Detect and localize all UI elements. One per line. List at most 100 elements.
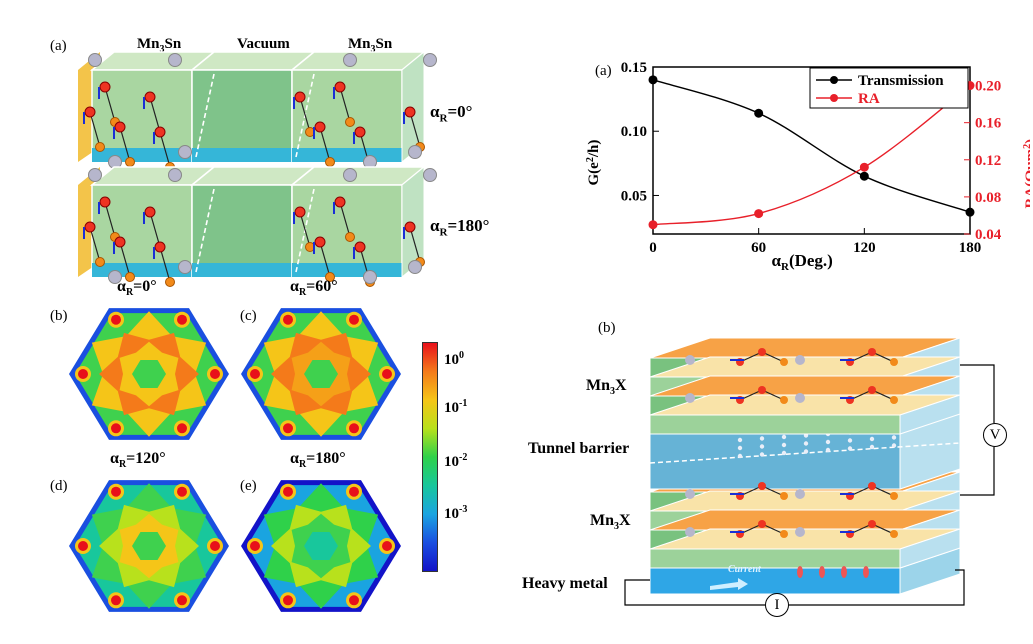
hex-corner-pocket <box>111 314 121 325</box>
slab-left-base <box>92 148 192 162</box>
x-atom <box>795 489 805 499</box>
tunnel-atom <box>781 450 787 456</box>
fermi-surface-hexagon <box>69 308 229 440</box>
mn-atom <box>758 386 766 394</box>
x-atom <box>685 393 695 403</box>
mn-atom <box>144 91 156 103</box>
bond <box>319 126 331 163</box>
x-atom <box>795 355 805 365</box>
ammeter-symbol: I <box>765 593 789 617</box>
y-right-axis-label: RA(Ωμm2) <box>1022 139 1030 209</box>
x-axis-label: αR(Deg.) <box>772 251 833 273</box>
mn-atom <box>125 157 135 167</box>
slab-right-top <box>289 166 427 186</box>
data-point-ra <box>859 162 869 172</box>
bond <box>159 246 171 283</box>
hex-corner-pocket <box>177 314 187 325</box>
tunnel-atom <box>803 449 809 454</box>
ammeter-wire-left <box>624 579 765 606</box>
structure-slabs <box>78 50 437 287</box>
y-left-axis-label: G(e2/h) <box>585 140 602 186</box>
hex-corner-pocket <box>250 369 260 379</box>
mn-atom <box>890 358 898 366</box>
layer-label-mn3x-top: Mn3X <box>586 377 627 398</box>
hex-corner-pocket <box>177 486 187 497</box>
hex-corner-pocket <box>349 423 359 434</box>
x-tick-label: 180 <box>959 240 982 256</box>
colorbar-tick: 10-3 <box>444 504 468 522</box>
tunnel-atom <box>825 447 831 453</box>
colorbar: 100 10-1 10-2 10-3 <box>422 342 502 572</box>
tunnel-barrier-layer-front <box>649 432 901 490</box>
bond <box>89 111 101 148</box>
hex-center <box>304 532 338 560</box>
y-right-tick-label: 0.04 <box>975 227 1002 243</box>
data-point-transmission <box>965 207 975 217</box>
hex-corner-pocket <box>111 423 121 434</box>
series-line-ra <box>652 85 971 226</box>
layer-label-mn3x-bottom: Mn3X <box>590 512 631 533</box>
series-line-transmission <box>652 79 971 213</box>
x-tick-label: 120 <box>853 240 876 256</box>
current-label: Current <box>728 564 761 575</box>
mn-atom <box>758 348 766 356</box>
hex-corner-pocket <box>283 595 293 606</box>
y-left-tick-label: 0.05 <box>621 188 647 204</box>
hex-panel-title: αR=0° <box>117 278 157 299</box>
hex-center <box>304 360 338 388</box>
mn-atom <box>84 106 96 118</box>
mn-atom <box>325 157 335 167</box>
sn-atom <box>363 270 377 284</box>
y-left-tick-label: 0.15 <box>621 60 647 76</box>
y-right-tick-label: 0.16 <box>975 116 1002 132</box>
legend-label: Transmission <box>858 73 944 89</box>
mn3x-top-sublayer-front <box>649 414 901 435</box>
bond <box>339 201 351 238</box>
layer-label-left: Mn3Sn <box>137 36 182 55</box>
colorbar-tick: 10-2 <box>444 452 468 470</box>
hex-panel-label: (e) <box>240 478 257 494</box>
legend-label: RA <box>858 91 880 107</box>
tunnel-atom <box>891 443 897 448</box>
data-point-ra <box>648 220 658 230</box>
sn-atom <box>108 270 122 284</box>
device-figure: (b) Mn3X Tunnel barrier Mn3X Heavy metal… <box>520 310 1033 644</box>
y-right-tick-label: 0.08 <box>975 190 1001 206</box>
mn-atom <box>114 121 126 133</box>
x-atom <box>795 393 805 403</box>
mn-atom <box>345 117 355 127</box>
legend-marker <box>830 94 838 102</box>
layer-label-heavy-metal: Heavy metal <box>522 575 608 592</box>
tunnel-atom <box>759 452 765 457</box>
mn-atom <box>345 232 355 242</box>
bond <box>299 211 311 248</box>
hex-corner-pocket <box>177 423 187 434</box>
tunnel-atom <box>803 441 809 446</box>
spin-accumulation <box>863 566 869 578</box>
hex-corner-pocket <box>111 595 121 606</box>
sn-atom <box>408 145 422 159</box>
mn-atom <box>868 482 876 490</box>
mn-atom <box>404 221 416 233</box>
tunnel-atom <box>759 436 765 441</box>
mn-atom <box>890 396 898 404</box>
mn-atom <box>294 206 306 218</box>
mn3x-bottom-sublayer-front <box>649 548 901 569</box>
slab-right-top <box>289 51 427 71</box>
tunnel-atom <box>891 435 897 440</box>
mn-atom <box>334 196 346 208</box>
chart-frame <box>652 66 971 235</box>
slab-right-base <box>292 263 402 277</box>
mn-atom <box>84 221 96 233</box>
mn-atom <box>780 492 788 500</box>
tunnel-atom <box>737 453 743 459</box>
sn-atom <box>88 53 102 67</box>
tunnel-atom <box>847 446 853 451</box>
bond <box>299 96 311 133</box>
voltmeter-wire-bottom <box>960 447 995 496</box>
hex-panel-c: (c) αR=60° <box>230 278 420 450</box>
hex-corner-pocket <box>283 423 293 434</box>
x-atom <box>795 527 805 537</box>
bond <box>119 241 131 278</box>
